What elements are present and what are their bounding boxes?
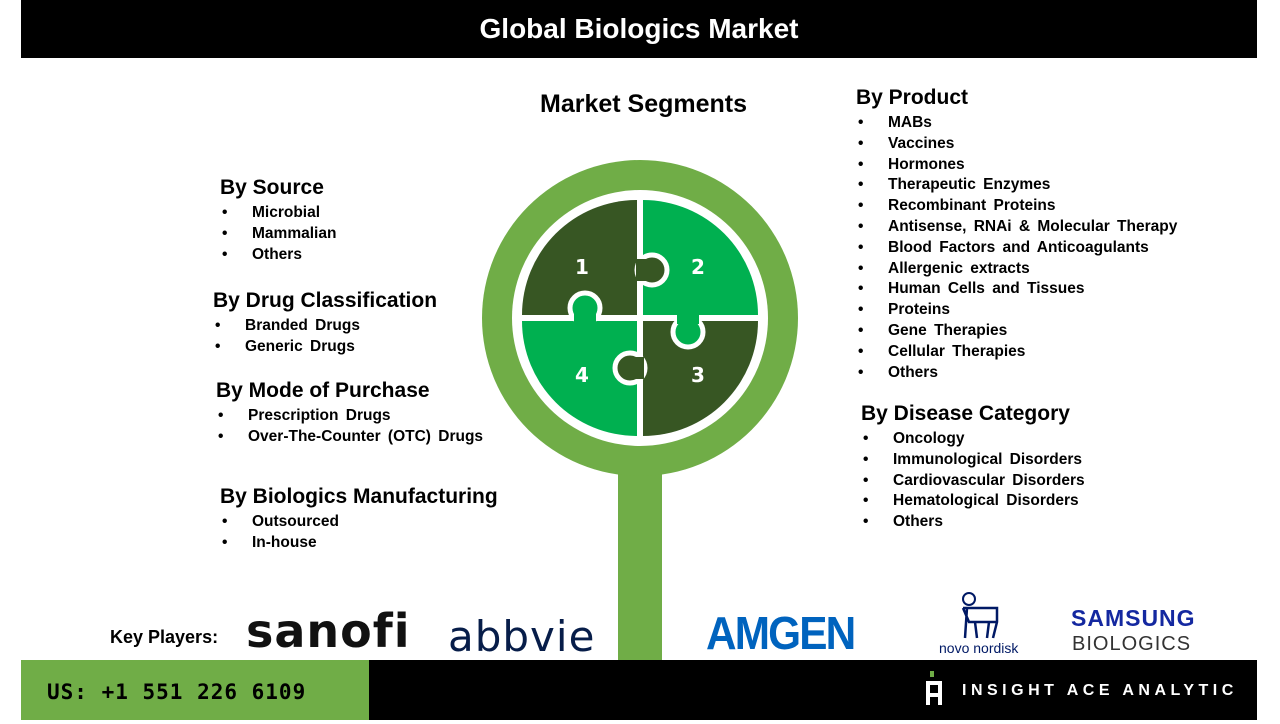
list-item: Over-The-Counter (OTC) Drugs	[216, 427, 483, 448]
novo-nordisk-logo: novo nordisk	[939, 640, 1019, 656]
segment-heading: By Source	[220, 176, 324, 199]
list-item: In-house	[220, 533, 498, 554]
list-item: Hormones	[856, 155, 1177, 176]
key-players-label: Key Players:	[110, 627, 219, 647]
puzzle-piece-4	[522, 321, 637, 436]
segment-by-mode-of-purchase: By Mode of Purchase Prescription DrugsOv…	[216, 379, 483, 448]
segment-heading: By Product	[856, 86, 969, 109]
puzzle-number-1: 1	[575, 255, 589, 279]
list-item: Others	[861, 512, 1085, 533]
puzzle-number-4: 4	[575, 363, 589, 387]
amgen-logo: AMGEN	[706, 607, 856, 659]
puzzle-number-2: 2	[691, 255, 705, 279]
segment-heading: By Mode of Purchase	[216, 379, 430, 402]
list-item: Recombinant Proteins	[856, 196, 1177, 217]
list-item: Others	[856, 363, 1177, 384]
list-item: Prescription Drugs	[216, 406, 483, 427]
segment-heading: By Biologics Manufacturing	[220, 485, 498, 508]
magnifier-handle	[618, 450, 662, 662]
phone-number: US: +1 551 226 6109	[21, 660, 369, 720]
segment-by-drug-classification: By Drug Classification Branded DrugsGene…	[213, 289, 437, 358]
brand-name: INSIGHT ACE ANALYTIC	[962, 682, 1238, 699]
puzzle-number-3: 3	[691, 363, 705, 387]
market-segments-title: Market Segments	[540, 90, 748, 118]
list-item: Microbial	[220, 203, 336, 224]
insight-ace-logo-icon	[926, 671, 942, 705]
list-item: MABs	[856, 113, 1177, 134]
segment-by-disease-category: By Disease Category Oncology Immunologic…	[861, 402, 1085, 533]
puzzle-piece-2	[643, 200, 758, 315]
footer-bar	[369, 660, 1257, 720]
list-item: Therapeutic Enzymes	[856, 175, 1177, 196]
puzzle-piece-1	[522, 200, 637, 315]
segment-heading: By Drug Classification	[213, 289, 438, 312]
novo-bull-icon	[961, 592, 999, 639]
abbvie-logo: abbvie	[448, 612, 596, 661]
list-item: Outsourced	[220, 512, 498, 533]
puzzle-piece-3	[643, 321, 758, 436]
list-item: Cellular Therapies	[856, 342, 1177, 363]
sanofi-logo: sanofi	[246, 604, 411, 658]
list-item: Blood Factors and Anticoagulants	[856, 238, 1177, 259]
list-item: Oncology	[861, 429, 1085, 450]
list-item: Cardiovascular Disorders	[861, 471, 1085, 492]
list-item: Generic Drugs	[213, 337, 437, 358]
samsung-logo: SAMSUNG	[1071, 605, 1196, 631]
list-item: Proteins	[856, 300, 1177, 321]
segment-by-source: By Source MicrobialMammalianOthers	[220, 176, 336, 265]
list-item: Human Cells and Tissues	[856, 279, 1177, 300]
page-title: Global Biologics Market	[21, 0, 1257, 58]
magnifier-puzzle-graphic: 1 2 3 4	[482, 160, 798, 662]
list-item: Vaccines	[856, 134, 1177, 155]
list-item: Immunological Disorders	[861, 450, 1085, 471]
list-item: Mammalian	[220, 224, 336, 245]
list-item: Antisense, RNAi & Molecular Therapy	[856, 217, 1177, 238]
list-item: Gene Therapies	[856, 321, 1177, 342]
samsung-biologics-logo: BIOLOGICS	[1072, 633, 1192, 655]
list-item: Others	[220, 245, 336, 266]
list-item: Branded Drugs	[213, 316, 437, 337]
segment-heading: By Disease Category	[861, 402, 1070, 425]
segment-by-biologics-manufacturing: By Biologics Manufacturing OutsourcedIn-…	[220, 485, 498, 554]
list-item: Allergenic extracts	[856, 259, 1177, 280]
segment-by-product: By Product MABs Vaccines Hormones Therap…	[856, 86, 1177, 383]
list-item: Hematological Disorders	[861, 491, 1085, 512]
